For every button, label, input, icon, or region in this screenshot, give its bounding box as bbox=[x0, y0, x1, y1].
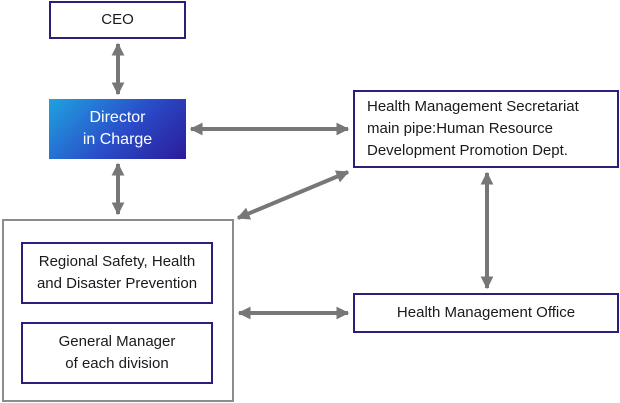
general-manager-label: General Manager of each division bbox=[58, 333, 176, 372]
director-label: Director in Charge bbox=[82, 109, 153, 148]
arrow-secretariat-group bbox=[236, 170, 350, 220]
general-manager-box: General Manager of each division bbox=[21, 322, 213, 384]
regional-label: Regional Safety, Health and Disaster Pre… bbox=[36, 253, 198, 292]
health-management-office-box: Health Management Office bbox=[353, 293, 619, 333]
office-label: Health Management Office bbox=[396, 304, 576, 321]
secretariat-label: Health Management Secretariat main pipe:… bbox=[367, 98, 579, 159]
ceo-label: CEO bbox=[101, 11, 134, 28]
regional-safety-box: Regional Safety, Health and Disaster Pre… bbox=[21, 242, 213, 304]
health-management-secretariat-box: Health Management Secretariat main pipe:… bbox=[353, 90, 619, 168]
ceo-box: CEO bbox=[49, 1, 186, 39]
director-in-charge-box: Director in Charge bbox=[49, 99, 186, 159]
